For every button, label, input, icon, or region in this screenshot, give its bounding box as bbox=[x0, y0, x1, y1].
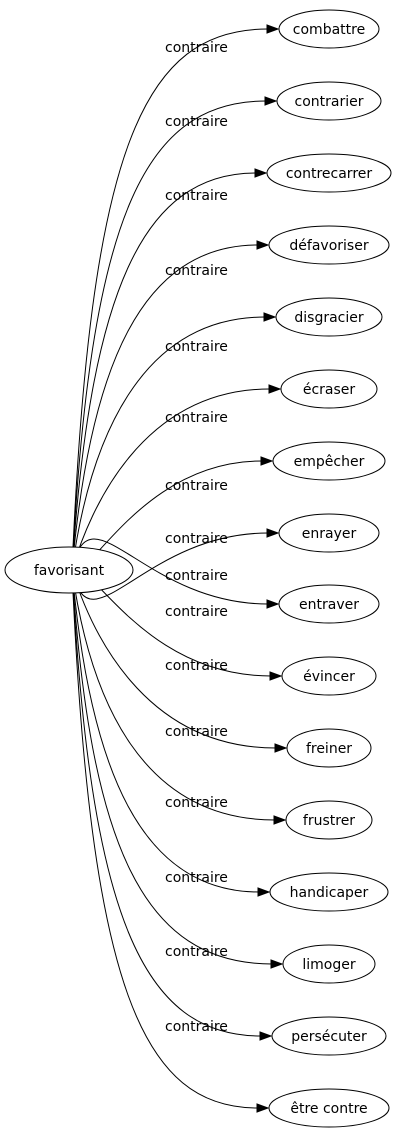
target-node-label: écraser bbox=[303, 382, 356, 398]
target-node: persécuter bbox=[271, 1016, 387, 1056]
edge-arrowhead bbox=[260, 456, 274, 466]
target-node-shape bbox=[276, 81, 382, 121]
target-node-shape bbox=[281, 656, 377, 696]
target-node: écraser bbox=[280, 369, 378, 409]
target-node-shape bbox=[269, 872, 389, 912]
target-node-shape bbox=[278, 584, 380, 624]
edge-line bbox=[71, 28, 269, 571]
target-node-shape bbox=[271, 1016, 387, 1056]
target-node-shape bbox=[282, 944, 376, 984]
edge-label: contraire bbox=[165, 604, 228, 620]
edge-arrowhead bbox=[254, 168, 268, 178]
target-node-shape bbox=[278, 513, 380, 553]
target-node-shape bbox=[285, 800, 373, 840]
target-node: disgracier bbox=[275, 297, 383, 337]
edge-line bbox=[71, 388, 271, 571]
edge-arrowhead bbox=[256, 1103, 270, 1113]
target-node: contrecarrer bbox=[266, 153, 392, 193]
source-node-label: favorisant bbox=[34, 563, 105, 579]
edge-arrowhead bbox=[266, 599, 280, 609]
target-node-label: handicaper bbox=[290, 885, 369, 901]
edge-line bbox=[71, 569, 260, 893]
target-nodes: combattre contrarier contrecarrer défavoris… bbox=[266, 9, 392, 1128]
target-node: empêcher bbox=[272, 441, 386, 481]
edge-arrowhead bbox=[266, 528, 280, 538]
edges: contraire contraire contraire contraire cont… bbox=[71, 24, 288, 1113]
target-node-label: entraver bbox=[299, 597, 359, 613]
target-node: limoger bbox=[282, 944, 376, 984]
target-node-label: combattre bbox=[293, 22, 365, 38]
edge-label: contraire bbox=[165, 263, 228, 279]
edge-label: contraire bbox=[165, 339, 228, 355]
edge-label: contraire bbox=[165, 724, 228, 740]
edge-arrowhead bbox=[273, 815, 287, 825]
target-node: handicaper bbox=[269, 872, 389, 912]
target-node: enrayer bbox=[278, 513, 380, 553]
edge-label: contraire bbox=[165, 658, 228, 674]
edge-arrowhead bbox=[259, 1031, 273, 1041]
edge-line bbox=[71, 244, 259, 571]
target-node-shape bbox=[275, 297, 383, 337]
target-node-shape bbox=[278, 9, 380, 49]
target-node: entraver bbox=[278, 584, 380, 624]
edge-arrowhead bbox=[264, 96, 278, 106]
target-node-label: empêcher bbox=[294, 454, 365, 470]
target-node: défavoriser bbox=[268, 225, 390, 265]
target-node-label: persécuter bbox=[291, 1029, 367, 1045]
target-node-shape bbox=[272, 441, 386, 481]
target-node: freiner bbox=[286, 728, 372, 768]
edge-label: contraire bbox=[165, 568, 228, 584]
target-node-label: limoger bbox=[302, 957, 355, 973]
target-node: frustrer bbox=[285, 800, 373, 840]
edge-label: contraire bbox=[165, 870, 228, 886]
edge-label: contraire bbox=[165, 531, 228, 547]
edge-label: contraire bbox=[165, 188, 228, 204]
edge-label: contraire bbox=[165, 478, 228, 494]
edge-line bbox=[71, 538, 269, 605]
target-node-label: contrecarrer bbox=[286, 166, 373, 182]
target-node-shape bbox=[280, 369, 378, 409]
edge-label: contraire bbox=[165, 944, 228, 960]
edge-arrowhead bbox=[270, 959, 284, 969]
edge-arrowhead bbox=[269, 671, 283, 681]
target-node-shape bbox=[286, 728, 372, 768]
edge-arrowhead bbox=[257, 887, 271, 897]
edge-line bbox=[71, 569, 277, 749]
edge-line bbox=[71, 569, 273, 965]
target-node-label: contrarier bbox=[295, 94, 364, 110]
target-node-label: être contre bbox=[290, 1101, 367, 1117]
edge-arrowhead bbox=[266, 24, 280, 34]
edge-line bbox=[71, 100, 267, 571]
target-node-label: évincer bbox=[303, 669, 355, 685]
edge-line bbox=[71, 172, 257, 571]
edge-arrowhead bbox=[274, 743, 288, 753]
edge-arrowhead bbox=[256, 240, 270, 250]
source-node: favorisant bbox=[4, 546, 134, 594]
edge-label: contraire bbox=[165, 1019, 228, 1035]
target-node-shape bbox=[268, 1088, 390, 1128]
target-node-shape bbox=[268, 225, 390, 265]
target-node-label: freiner bbox=[306, 741, 352, 757]
edge-label: contraire bbox=[165, 410, 228, 426]
edge-line bbox=[71, 569, 276, 821]
edge-line bbox=[71, 316, 266, 571]
target-node-label: défavoriser bbox=[289, 238, 368, 254]
target-node: contrarier bbox=[276, 81, 382, 121]
edge-label: contraire bbox=[165, 114, 228, 130]
target-node: combattre bbox=[278, 9, 380, 49]
target-node: être contre bbox=[268, 1088, 390, 1128]
edge-label: contraire bbox=[165, 795, 228, 811]
source-node-shape bbox=[4, 546, 134, 594]
edge-line bbox=[71, 569, 262, 1037]
target-node-shape bbox=[266, 153, 392, 193]
edge-label: contraire bbox=[165, 40, 228, 56]
target-node-label: disgracier bbox=[294, 310, 363, 326]
edge-arrowhead bbox=[268, 384, 282, 394]
edge-arrowhead bbox=[263, 312, 277, 322]
edge-line bbox=[71, 569, 259, 1109]
target-node-label: frustrer bbox=[303, 813, 355, 829]
target-node: évincer bbox=[281, 656, 377, 696]
target-node-label: enrayer bbox=[302, 526, 357, 542]
